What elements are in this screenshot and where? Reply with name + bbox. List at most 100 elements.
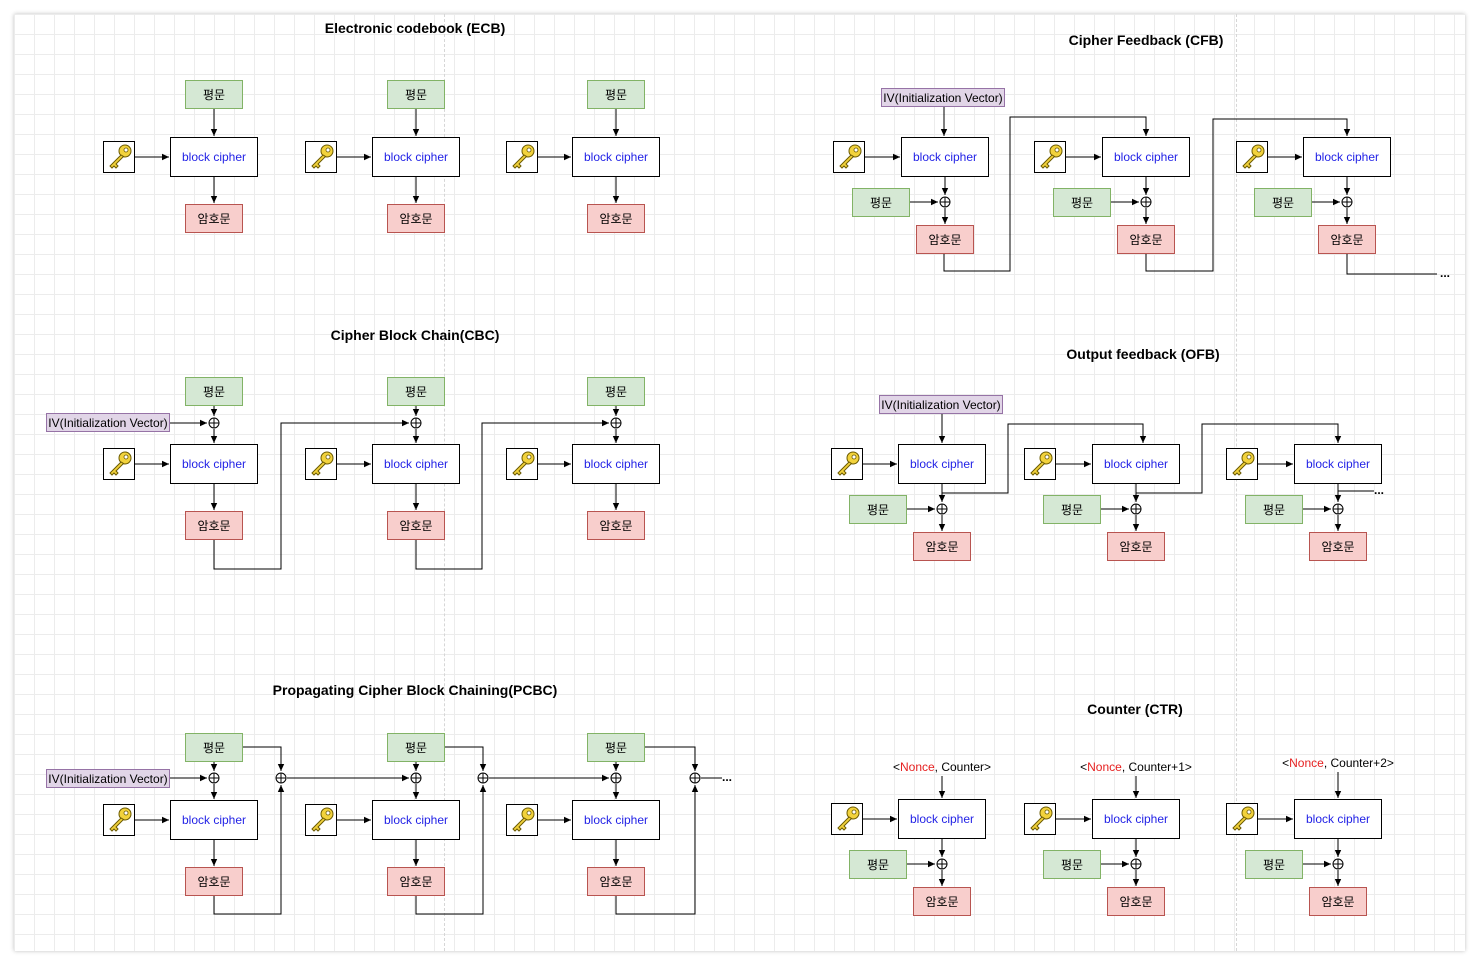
plaintext-box: 평문 (387, 80, 445, 109)
nonce-counter-label: <Nonce, Counter+1> (1080, 760, 1192, 774)
block-cipher-box: block cipher (1102, 137, 1190, 177)
nonce-counter-label: <Nonce, Counter> (892, 760, 992, 774)
plaintext-box: 평문 (849, 850, 907, 879)
plaintext-box: 평문 (1245, 495, 1303, 524)
connector-line (1136, 423, 1342, 494)
key-icon (506, 141, 538, 173)
plaintext-box: 평문 (185, 733, 243, 762)
plaintext-box: 평문 (1043, 850, 1101, 879)
page-break (1236, 14, 1237, 951)
ciphertext-box: 암호문 (185, 867, 243, 896)
connector-line (645, 746, 699, 771)
key-icon (305, 448, 337, 480)
connector-line (213, 419, 409, 570)
ciphertext-box: 암호문 (185, 511, 243, 540)
plaintext-box: 평문 (849, 495, 907, 524)
key-icon (103, 448, 135, 480)
xor-icon (1140, 196, 1152, 208)
block-cipher-box: block cipher (572, 444, 660, 484)
iv-box: IV(Initialization Vector) (881, 88, 1005, 107)
plaintext-box: 평문 (387, 377, 445, 406)
plaintext-box: 평문 (1254, 188, 1312, 217)
block-cipher-box: block cipher (1294, 799, 1382, 839)
key-icon (1024, 803, 1056, 835)
ciphertext-box: 암호문 (916, 225, 974, 254)
block-cipher-box: block cipher (1303, 137, 1391, 177)
block-cipher-box: block cipher (372, 800, 460, 840)
ciphertext-box: 암호문 (1117, 225, 1175, 254)
xor-icon (1130, 858, 1142, 870)
block-cipher-box: block cipher (1092, 444, 1180, 484)
plaintext-box: 평문 (852, 188, 910, 217)
block-cipher-box: block cipher (170, 800, 258, 840)
iv-box: IV(Initialization Vector) (46, 769, 170, 788)
xor-icon (1341, 196, 1353, 208)
block-cipher-box: block cipher (898, 799, 986, 839)
xor-icon (1332, 858, 1344, 870)
xor-icon (936, 858, 948, 870)
connector-line (243, 746, 285, 771)
ellipsis: ... (1374, 483, 1385, 497)
xor-icon (610, 772, 622, 784)
ciphertext-box: 암호문 (387, 867, 445, 896)
xor-icon (939, 196, 951, 208)
plaintext-box: 평문 (185, 80, 243, 109)
connector-line (943, 116, 1150, 272)
block-cipher-box: block cipher (572, 800, 660, 840)
ciphertext-box: 암호문 (1309, 887, 1367, 916)
plaintext-box: 평문 (587, 733, 645, 762)
ciphertext-box: 암호문 (913, 532, 971, 561)
connector-line (213, 785, 285, 915)
ciphertext-box: 암호문 (913, 887, 971, 916)
plaintext-box: 평문 (1053, 188, 1111, 217)
block-cipher-box: block cipher (898, 444, 986, 484)
key-icon (1226, 803, 1258, 835)
xor-icon (477, 772, 489, 784)
key-icon (103, 804, 135, 836)
key-icon (1226, 448, 1258, 480)
key-icon (831, 448, 863, 480)
connector-line (1145, 118, 1351, 272)
section-title: Counter (CTR) (1087, 701, 1183, 717)
connector-line (445, 746, 487, 771)
key-icon (1034, 141, 1066, 173)
key-icon (831, 803, 863, 835)
ciphertext-box: 암호문 (185, 204, 243, 233)
section-title: Output feedback (OFB) (1066, 346, 1220, 362)
connector-line (942, 423, 1147, 494)
ellipsis: ... (722, 770, 733, 784)
xor-icon (689, 772, 701, 784)
ciphertext-box: 암호문 (387, 204, 445, 233)
key-icon (1236, 141, 1268, 173)
ciphertext-box: 암호문 (587, 511, 645, 540)
ciphertext-box: 암호문 (587, 204, 645, 233)
block-cipher-box: block cipher (1092, 799, 1180, 839)
ciphertext-box: 암호문 (387, 511, 445, 540)
key-icon (506, 804, 538, 836)
ciphertext-box: 암호문 (1318, 225, 1376, 254)
xor-icon (410, 772, 422, 784)
key-icon (1024, 448, 1056, 480)
xor-icon (275, 772, 287, 784)
block-cipher-box: block cipher (901, 137, 989, 177)
connector-line (415, 785, 487, 915)
connector-line (415, 419, 609, 570)
ellipsis: ... (1440, 266, 1451, 280)
plaintext-box: 평문 (587, 80, 645, 109)
ciphertext-box: 암호문 (1107, 887, 1165, 916)
xor-icon (1332, 503, 1344, 515)
block-cipher-box: block cipher (372, 444, 460, 484)
plaintext-box: 평문 (185, 377, 243, 406)
key-icon (103, 141, 135, 173)
xor-icon (610, 417, 622, 429)
section-title: Electronic codebook (ECB) (324, 20, 506, 36)
block-cipher-box: block cipher (372, 137, 460, 177)
plaintext-box: 평문 (1245, 850, 1303, 879)
block-cipher-box: block cipher (572, 137, 660, 177)
ciphertext-box: 암호문 (1309, 532, 1367, 561)
iv-box: IV(Initialization Vector) (879, 395, 1003, 414)
block-cipher-box: block cipher (170, 137, 258, 177)
connector-line (1346, 254, 1437, 275)
iv-box: IV(Initialization Vector) (46, 413, 170, 432)
